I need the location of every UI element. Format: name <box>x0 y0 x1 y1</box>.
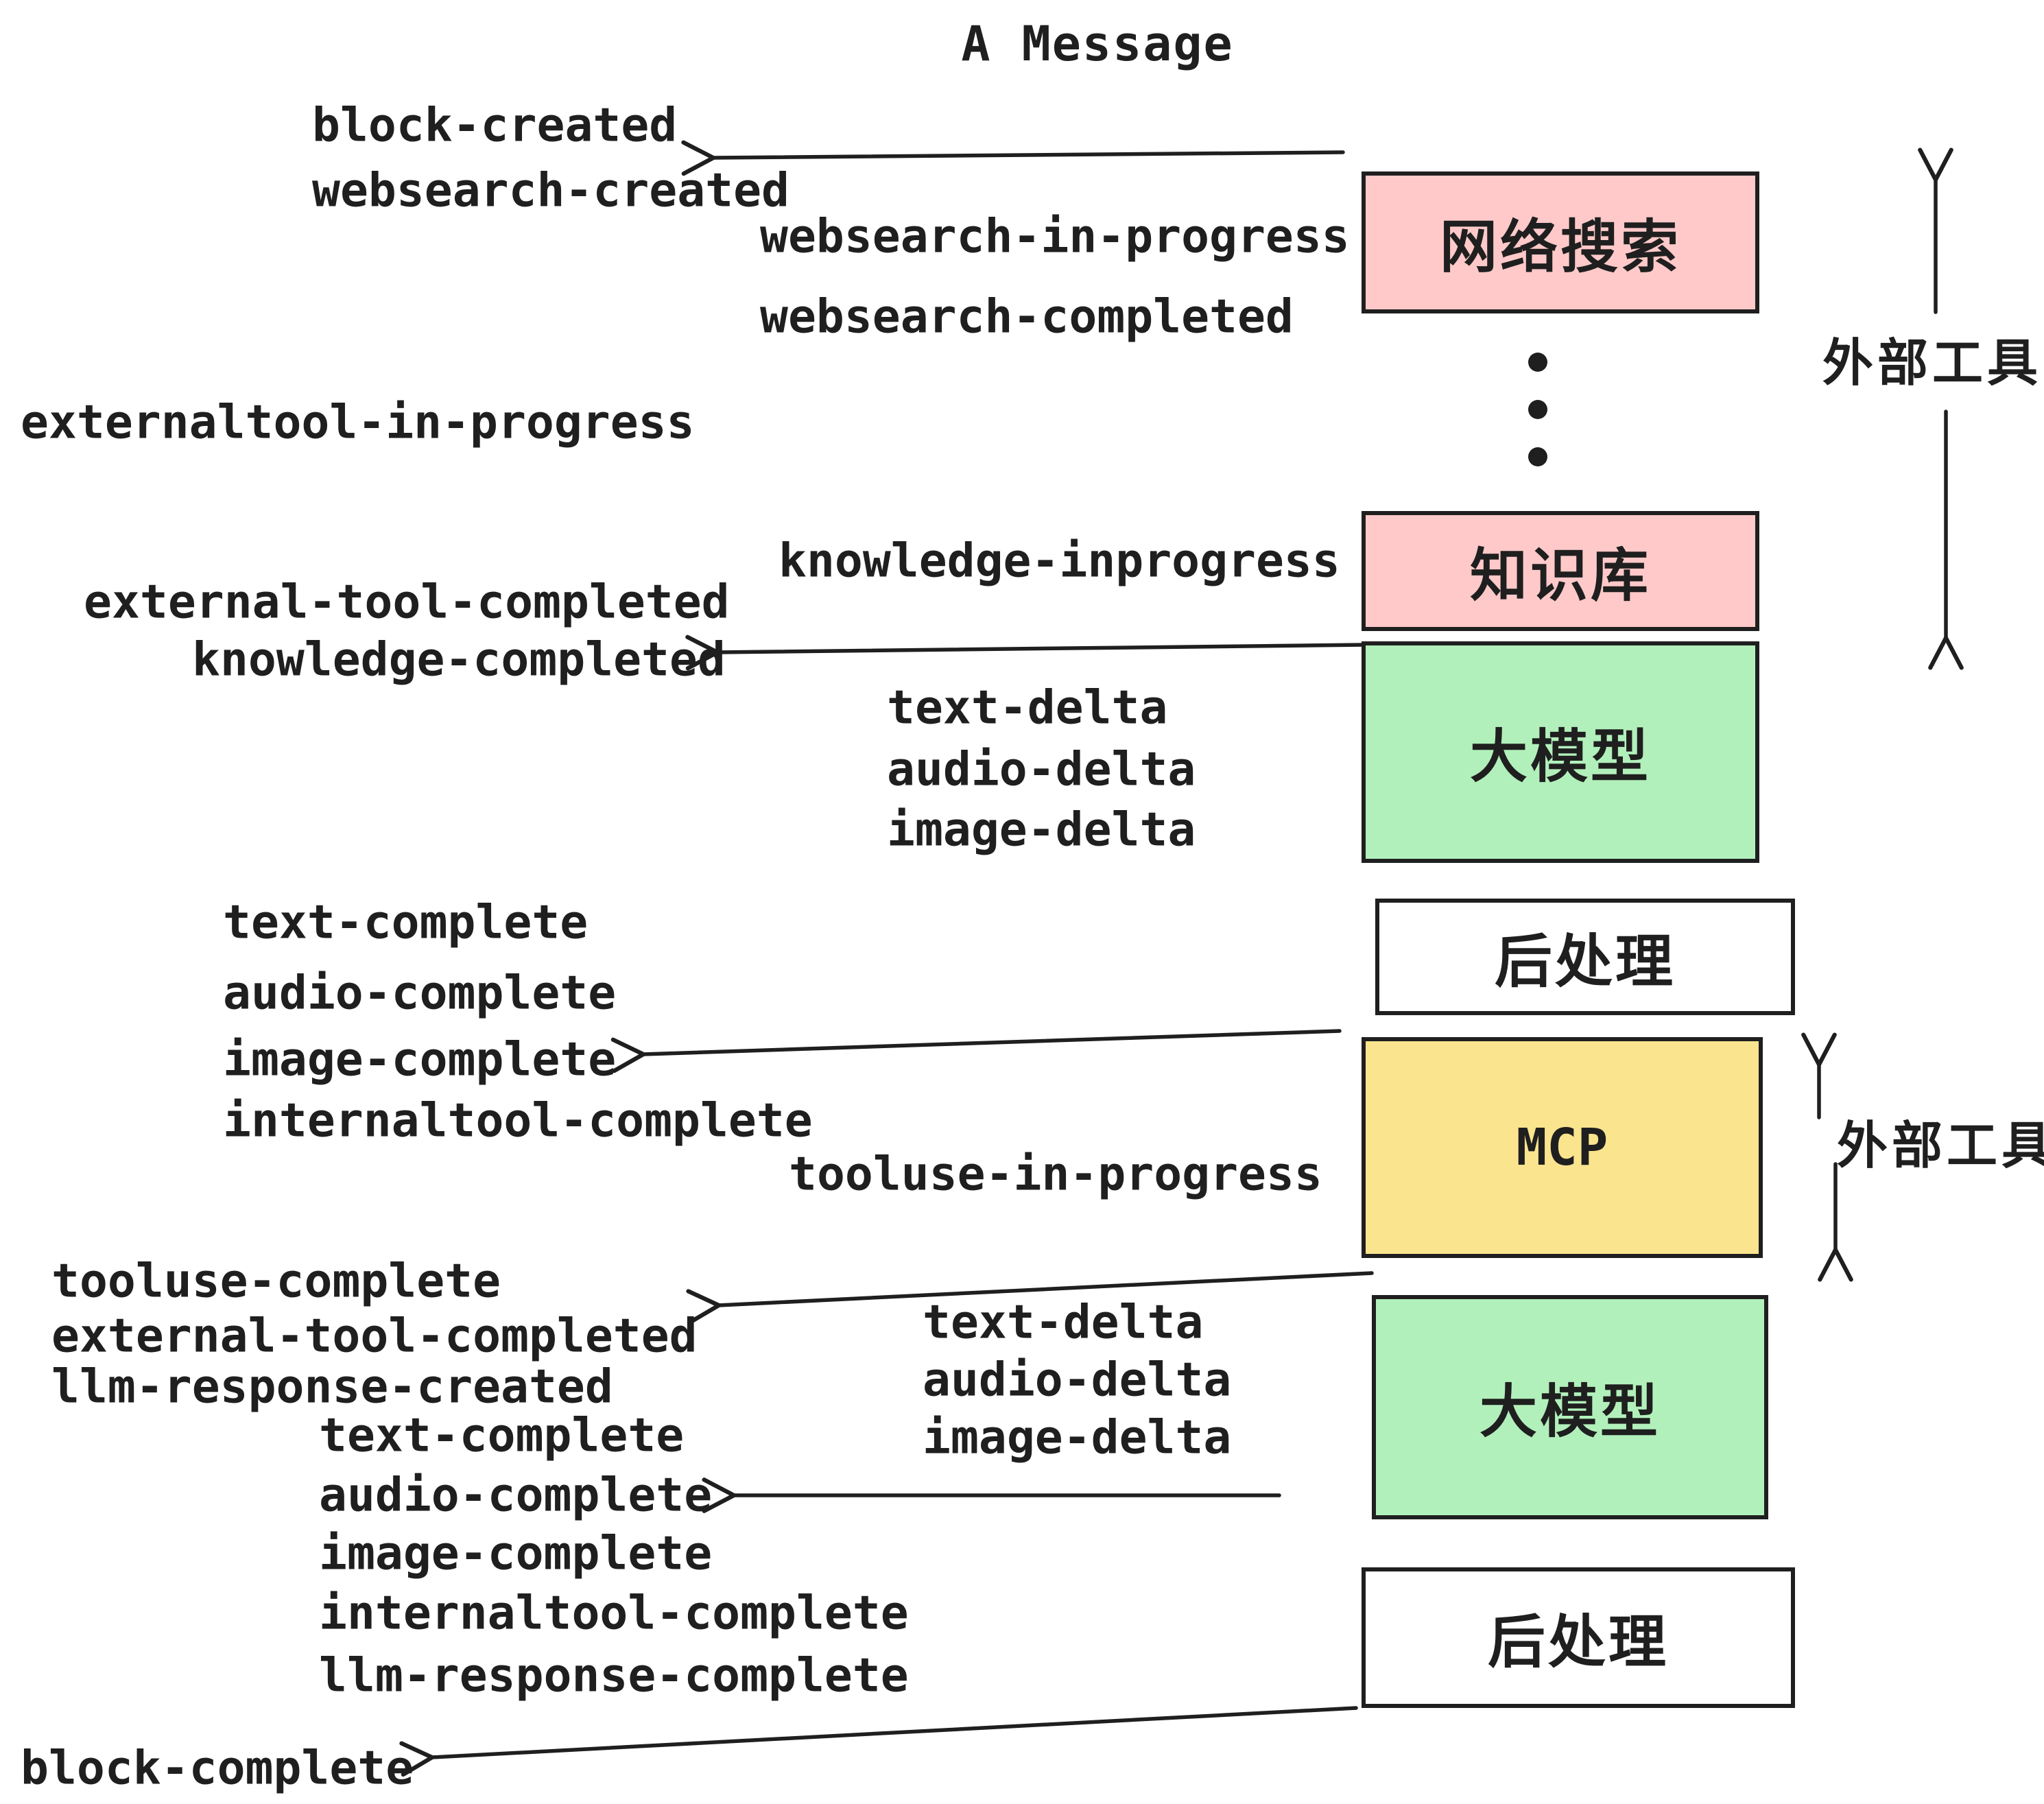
box-llm-2-label: 大模型 <box>1479 1378 1661 1445</box>
box-postprocess-2: 后处理 <box>1362 1567 1795 1708</box>
box-llm-2: 大模型 <box>1372 1295 1768 1519</box>
event-label-websearch-in-progress: websearch-in-progress <box>760 209 1350 264</box>
box-postprocess: 后处理 <box>1375 899 1795 1015</box>
box-websearch: 网络搜索 <box>1362 171 1759 313</box>
event-label-audio-complete-2: audio-complete <box>319 1468 713 1523</box>
box-postprocess-label: 后处理 <box>1494 927 1676 995</box>
event-label-audio-delta: audio-delta <box>887 742 1196 797</box>
event-label-llm-response-created: llm-response-created <box>51 1360 613 1414</box>
event-label-llm-response-complete: llm-response-complete <box>319 1648 909 1703</box>
event-label-tooluse-complete: tooluse-complete <box>51 1254 501 1309</box>
box-knowledge: 知识库 <box>1362 511 1759 631</box>
event-label-websearch-completed: websearch-completed <box>760 289 1294 344</box>
event-label-block-created: block-created <box>312 98 678 153</box>
event-label-image-complete-2: image-complete <box>319 1526 713 1581</box>
event-label-audio-complete: audio-complete <box>223 966 617 1021</box>
event-label-image-delta: image-delta <box>887 803 1196 857</box>
event-label-text-complete-2: text-complete <box>319 1408 685 1463</box>
event-label-image-complete: image-complete <box>223 1032 617 1087</box>
event-label-text-delta-2: text-delta <box>923 1295 1204 1350</box>
arrow-image-complete <box>610 1029 1342 1073</box>
box-mcp: MCP <box>1362 1037 1763 1258</box>
event-label-knowledge-inprogress: knowledge-inprogress <box>779 534 1340 589</box>
event-label-websearch-created: websearch-created <box>312 163 789 218</box>
arrow-block-complete <box>399 1706 1358 1777</box>
box-mcp-label: MCP <box>1516 1118 1608 1177</box>
event-label-text-delta: text-delta <box>887 680 1168 735</box>
event-label-text-complete: text-complete <box>223 895 589 950</box>
diagram-title: A Message <box>961 16 1234 72</box>
event-label-internaltool-complete-2: internaltool-complete <box>319 1586 909 1641</box>
event-label-knowledge-completed: knowledge-completed <box>192 632 726 687</box>
event-label-image-delta-2: image-delta <box>923 1410 1232 1465</box>
external-tools-label-2: 外部工具 <box>1837 1116 2044 1176</box>
event-label-tooluse-in-progress: tooluse-in-progress <box>789 1147 1322 1202</box>
event-label-internaltool-complete: internaltool-complete <box>223 1093 813 1148</box>
event-label-block-complete: block-complete <box>21 1741 414 1796</box>
box-websearch-label: 网络搜索 <box>1439 213 1681 281</box>
box-llm: 大模型 <box>1362 641 1759 863</box>
box-knowledge-label: 知识库 <box>1469 542 1651 609</box>
event-label-audio-delta-2: audio-delta <box>923 1353 1232 1408</box>
external-tools-label-1: 外部工具 <box>1822 333 2042 393</box>
arrow-knowledge-completed <box>685 634 1367 671</box>
event-label-external-tool-completed: external-tool-completed <box>84 575 730 630</box>
event-label-externaltool-in-progress: externaltool-in-progress <box>21 395 695 450</box>
arrow-websearch-created <box>681 140 1345 176</box>
box-llm-label: 大模型 <box>1469 723 1651 790</box>
box-postprocess-2-label: 后处理 <box>1487 1609 1669 1676</box>
ellipsis-dots-icon <box>1528 353 1547 466</box>
event-label-external-tool-completed-2: external-tool-completed <box>51 1309 698 1364</box>
